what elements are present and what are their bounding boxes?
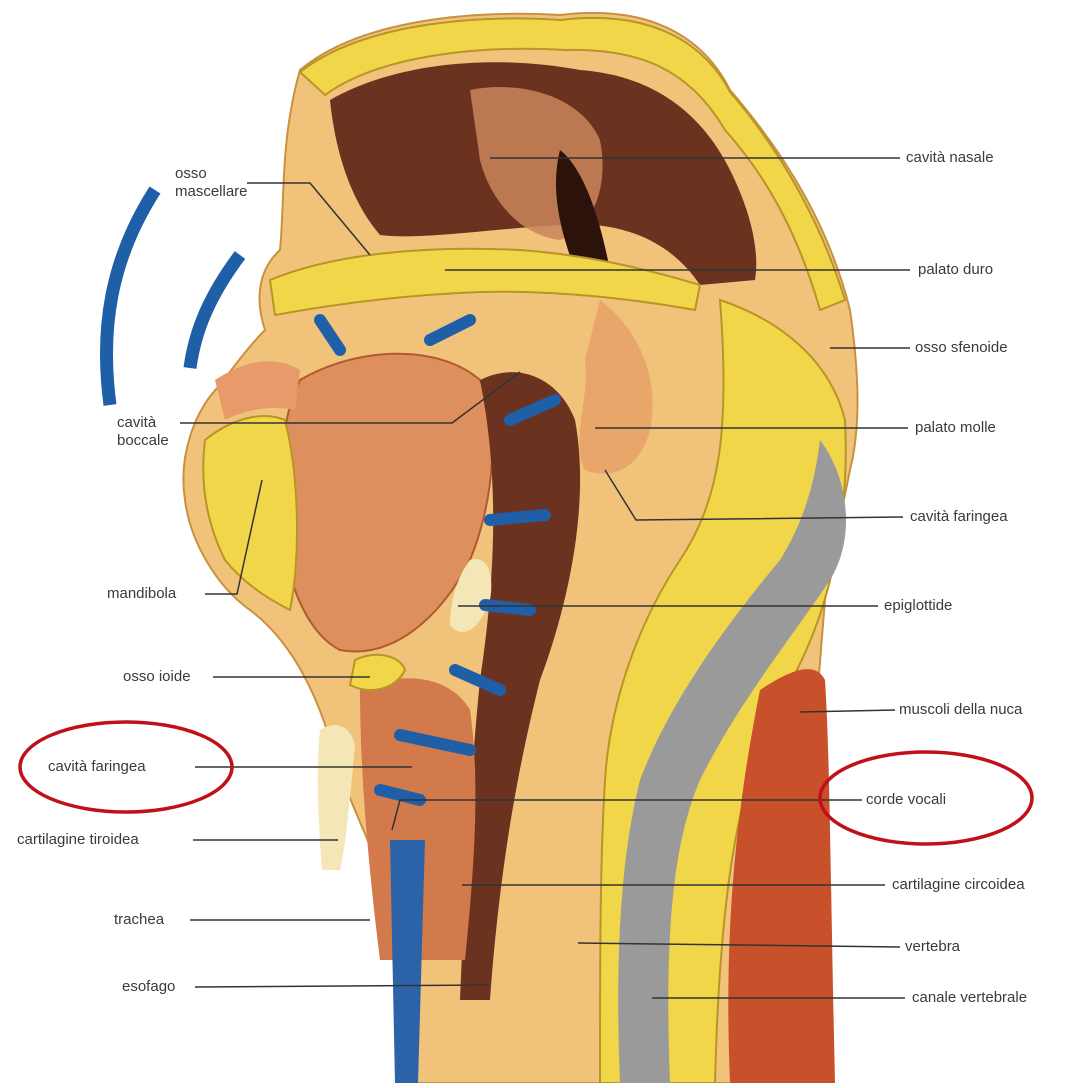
label-osso-mascellare-line1: osso bbox=[175, 165, 248, 183]
label-cavita-nasale: cavità nasale bbox=[906, 149, 994, 167]
label-cartilagine-circoidea: cartilagine circoidea bbox=[892, 876, 1025, 894]
label-cavita-boccale-line2: boccale bbox=[117, 432, 169, 450]
label-palato-duro: palato duro bbox=[918, 261, 993, 279]
label-trachea: trachea bbox=[114, 911, 164, 929]
label-epiglottide: epiglottide bbox=[884, 597, 952, 615]
thyroid-cartilage bbox=[318, 725, 355, 870]
label-cavita-boccale: cavità boccale bbox=[117, 414, 169, 450]
label-cavita-faringea-left: cavità faringea bbox=[48, 758, 146, 776]
mandible bbox=[203, 416, 297, 610]
label-esofago: esofago bbox=[122, 978, 175, 996]
label-canale-vertebrale: canale vertebrale bbox=[912, 989, 1027, 1007]
label-osso-mascellare: osso mascellare bbox=[175, 165, 248, 201]
sound-wave-inner bbox=[190, 255, 240, 368]
label-osso-sfenoide: osso sfenoide bbox=[915, 339, 1008, 357]
label-cavita-faringea-right: cavità faringea bbox=[910, 508, 1008, 526]
label-cavita-boccale-line1: cavità bbox=[117, 414, 169, 432]
sound-wave-outer bbox=[106, 190, 155, 405]
label-cartilagine-tiroidea: cartilagine tiroidea bbox=[17, 831, 139, 849]
label-vertebra: vertebra bbox=[905, 938, 960, 956]
label-corde-vocali: corde vocali bbox=[866, 791, 946, 809]
label-mandibola: mandibola bbox=[107, 585, 176, 603]
label-muscoli-della-nuca: muscoli della nuca bbox=[899, 701, 1022, 719]
label-palato-molle: palato molle bbox=[915, 419, 996, 437]
label-osso-ioide: osso ioide bbox=[123, 668, 191, 686]
label-osso-mascellare-line2: mascellare bbox=[175, 183, 248, 201]
